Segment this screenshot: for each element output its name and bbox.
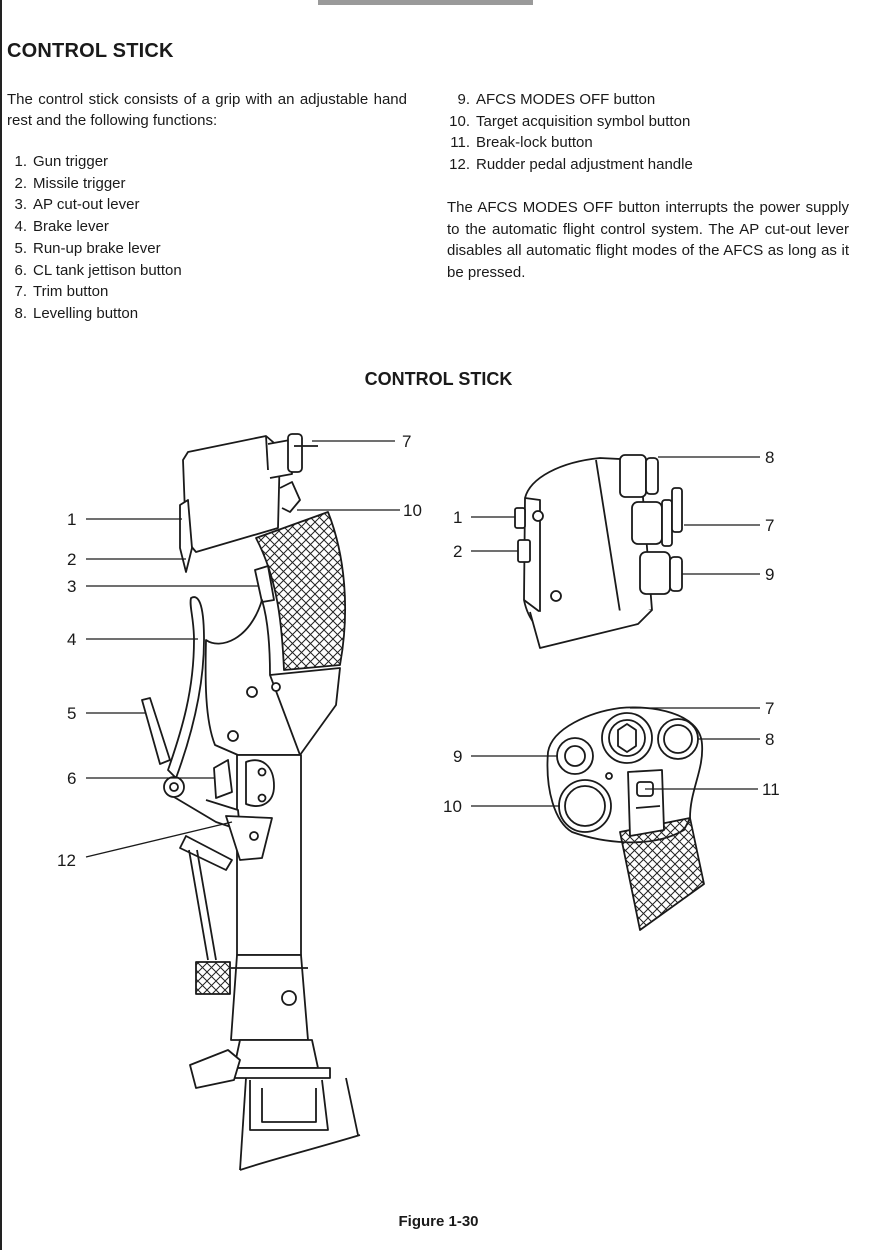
callout-label: 1 [67, 510, 76, 529]
description-paragraph: The AFCS MODES OFF button interrupts the… [447, 199, 849, 281]
list-item: 8.Levelling button [14, 304, 139, 322]
callout-label: 5 [67, 704, 76, 723]
side-view-leaders [85, 440, 400, 858]
face-view-leaders [471, 707, 760, 807]
face-view-drawing [546, 706, 705, 931]
callout-label: 7 [765, 699, 774, 718]
list-item: 7.Trim button [14, 283, 109, 301]
list-item: 3.AP cut-out lever [14, 196, 140, 214]
callout-label: 6 [67, 769, 76, 788]
list-item: 11.Break-lock button [450, 134, 593, 152]
callout-label: 2 [453, 542, 462, 561]
list-item: 5.Run-up brake lever [14, 239, 161, 257]
callout-label: 7 [765, 516, 774, 535]
callout-label: 9 [453, 747, 462, 766]
callout-label: 8 [765, 448, 774, 467]
page-title: CONTROL STICK [7, 40, 174, 62]
face-view-callouts: 7 8 9 10 11 [443, 699, 780, 816]
top-view-leaders [471, 456, 760, 575]
side-view-callouts: 7 10 1 2 3 4 5 6 12 [57, 432, 422, 870]
list-item: 1.Gun trigger [14, 153, 109, 170]
top-view-drawing [514, 454, 683, 649]
function-list-left: 1.Gun trigger 2.Missile trigger 3.AP cut… [0, 151, 182, 325]
callout-label: 11 [762, 780, 780, 799]
function-list-right: 9.AFCS MODES OFF button 10.Target acquis… [436, 89, 693, 176]
callout-label: 10 [403, 501, 422, 520]
callout-label: 3 [67, 577, 76, 596]
list-item: 4.Brake lever [14, 218, 109, 236]
callout-label: 12 [57, 851, 76, 870]
callout-label: 4 [67, 630, 76, 649]
list-item: 12.Rudder pedal adjustment handle [449, 156, 693, 174]
callout-label: 2 [67, 550, 76, 569]
callout-label: 1 [453, 508, 462, 527]
list-item: 9.AFCS MODES OFF button [457, 91, 656, 108]
callout-label: 10 [443, 797, 462, 816]
callout-label: 7 [402, 432, 411, 451]
list-item: 10.Target acquisition symbol button [449, 112, 691, 130]
callout-label: 8 [765, 730, 774, 749]
figure-title: CONTROL STICK [364, 369, 513, 389]
figure-caption: Figure 1-30 [398, 1213, 479, 1230]
page-header-remnant [318, 0, 533, 5]
callout-label: 9 [765, 565, 774, 584]
side-view-drawing [141, 433, 361, 1171]
page-margin-rule [0, 0, 2, 1250]
list-item: 6.CL tank jettison button [14, 261, 182, 279]
intro-paragraph: The control stick consists of a grip wit… [7, 91, 407, 129]
top-view-callouts: 8 1 7 2 9 [453, 448, 774, 584]
list-item: 2.Missile trigger [14, 174, 126, 192]
